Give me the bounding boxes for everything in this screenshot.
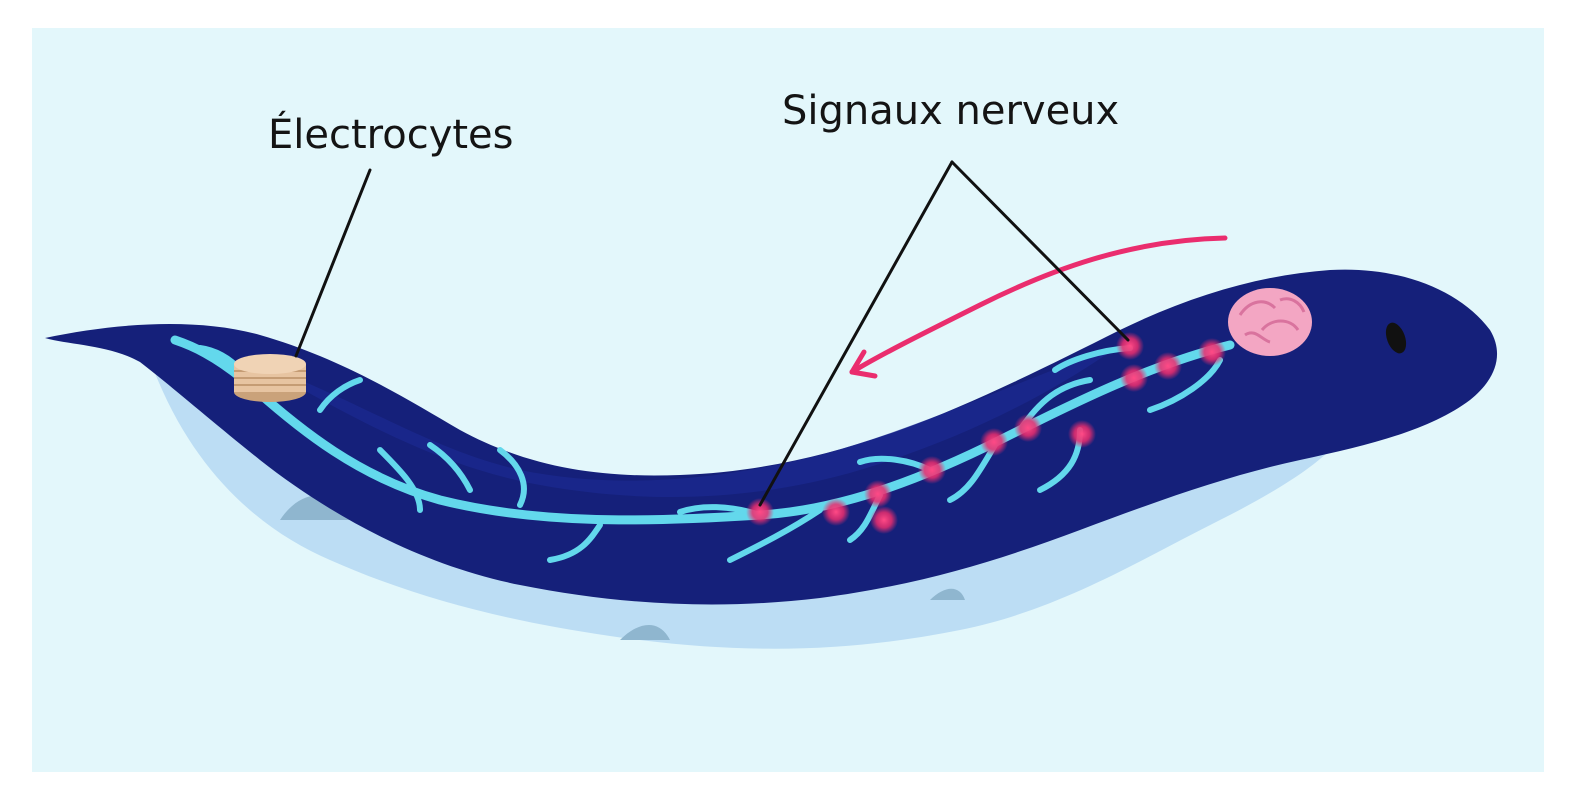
signal-pulse	[1014, 414, 1042, 442]
signal-pulse	[822, 498, 850, 526]
leader-lines	[294, 160, 1130, 507]
signal-pulse	[746, 498, 774, 526]
signal-pulse	[1198, 338, 1226, 366]
brain-icon	[1228, 288, 1312, 356]
eye-icon	[1385, 322, 1407, 354]
nerve-signals-label: Signaux nerveux	[782, 88, 1119, 134]
signal-pulse	[918, 456, 946, 484]
signal-pulse	[1154, 352, 1182, 380]
eel-body-highlight	[250, 345, 1120, 497]
belly-fin	[150, 360, 1330, 649]
signal-pulse	[980, 428, 1008, 456]
signal-pulse	[1116, 332, 1144, 360]
signal-pulse	[1120, 364, 1148, 392]
signal-leader-back	[758, 160, 954, 507]
nerve-signals	[746, 332, 1226, 534]
electrocyte-stack-icon	[234, 354, 306, 402]
electrocytes-leader	[294, 168, 372, 358]
electrocytes-label: Électrocytes	[268, 110, 514, 158]
signal-leader-front	[950, 160, 1130, 342]
arrow-left-icon	[849, 235, 1228, 379]
signal-pulse	[864, 480, 892, 508]
signal-pulse	[870, 506, 898, 534]
signal-pulse	[1068, 420, 1096, 448]
